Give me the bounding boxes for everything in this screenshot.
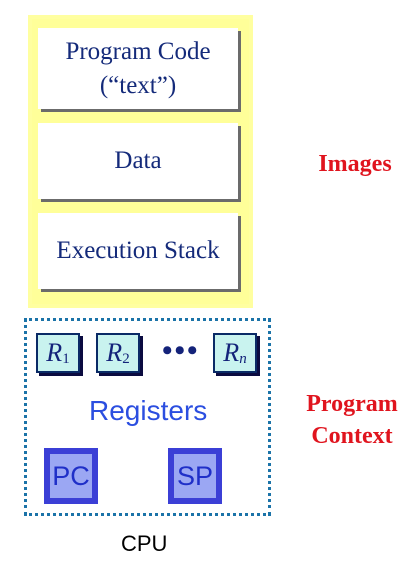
register-rn-base: R: [223, 338, 240, 367]
register-r2-base: R: [106, 338, 123, 367]
cpu-label: CPU: [121, 531, 168, 556]
register-r1-base: R: [46, 338, 63, 367]
program-context-line1: Program: [306, 391, 398, 417]
data-segment: Data: [38, 123, 238, 199]
program-context-line2: Context: [311, 423, 393, 449]
register-r1-subscript: 1: [62, 350, 70, 367]
pc-label: PC: [52, 460, 90, 491]
registers-label: Registers: [89, 395, 208, 426]
register-r2-subscript: 2: [122, 350, 130, 367]
execution-stack-segment: Execution Stack: [38, 213, 238, 289]
execution-stack-label: Execution Stack: [56, 237, 220, 264]
register-ellipsis: •••: [162, 334, 200, 367]
register-rn-subscript: n: [239, 350, 247, 367]
program-code-segment: Program Code (“text”): [38, 28, 238, 109]
data-label: Data: [114, 147, 162, 174]
sp-label: SP: [176, 460, 214, 491]
program-code-sublabel: (“text”): [99, 71, 177, 99]
program-code-label: Program Code: [65, 37, 211, 65]
sp-register: SP: [168, 448, 222, 504]
pc-register: PC: [44, 448, 98, 504]
program-context-label: Program Context: [296, 388, 408, 452]
cpu-box: [24, 318, 271, 516]
images-label: Images: [318, 151, 392, 177]
